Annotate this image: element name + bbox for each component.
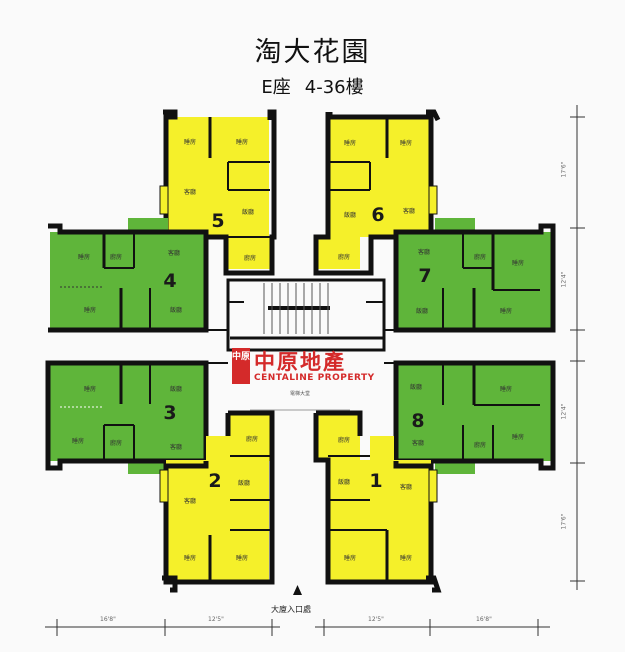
room-label: 睡房 <box>400 140 413 147</box>
room-label: 睡房 <box>84 386 97 393</box>
room-label: 廚房 <box>338 254 351 261</box>
room-label: 客廳 <box>184 189 197 196</box>
room-label: 飯廳 <box>170 307 183 314</box>
unit-3-label: 3 <box>163 402 177 424</box>
room-label: 飯廳 <box>416 308 429 315</box>
dimension-label: 12'4" <box>560 403 568 420</box>
room-label: 睡房 <box>400 555 413 562</box>
room-label: 睡房 <box>184 555 197 562</box>
unit-6-label: 6 <box>371 204 385 226</box>
unit-7-label: 7 <box>418 265 432 287</box>
dimension-label: 17'6" <box>560 161 568 178</box>
dimension-label: 16'8" <box>476 616 492 623</box>
room-label: 客廳 <box>403 208 416 215</box>
room-label: 睡房 <box>344 140 357 147</box>
unit-4-label: 4 <box>163 270 177 292</box>
dimension-label: 12'4" <box>560 271 568 288</box>
room-label: 廚房 <box>110 440 123 447</box>
room-label: 睡房 <box>184 139 197 146</box>
unit-5-shape <box>159 109 277 276</box>
dimension-label: 16'8" <box>100 616 116 623</box>
watermark-name-en: CENTALINE PROPERTY <box>254 373 375 383</box>
unit-8-label: 8 <box>411 410 425 432</box>
floor-range: 4-36樓 <box>304 77 364 98</box>
room-label: 廚房 <box>338 437 351 444</box>
room-label: 廚房 <box>244 255 257 262</box>
watermark-name-cn: 中原地產 <box>254 350 346 374</box>
unit-2-shape <box>159 410 275 593</box>
entrance-label: 大廈入口處 <box>271 605 311 614</box>
room-label: 廚房 <box>246 436 259 443</box>
room-label: 客廳 <box>184 498 197 505</box>
room-label: 飯廳 <box>238 480 251 487</box>
unit-6-shape <box>313 109 441 276</box>
room-label: 睡房 <box>344 555 357 562</box>
room-label: 客廳 <box>168 250 181 257</box>
bottom-dimension-line <box>45 619 550 636</box>
entrance-arrow-icon <box>293 585 302 595</box>
unit-4-shape <box>48 218 209 333</box>
room-label: 飯廳 <box>410 384 423 391</box>
room-label: 飯廳 <box>338 479 351 486</box>
room-label: 睡房 <box>500 386 513 393</box>
room-label: 飯廳 <box>344 212 357 219</box>
room-label: 睡房 <box>84 307 97 314</box>
room-label: 廚房 <box>474 254 487 261</box>
room-label: 客廳 <box>418 249 431 256</box>
unit-5-label: 5 <box>211 210 225 232</box>
unit-3-shape <box>45 360 209 474</box>
dimension-label: 12'5" <box>208 616 224 623</box>
room-label: 睡房 <box>512 260 525 267</box>
unit-7-shape <box>393 218 556 333</box>
unit-2-label: 2 <box>208 470 222 492</box>
estate-title: 淘大花園 <box>254 37 371 68</box>
room-label: 客廳 <box>400 484 413 491</box>
dimension-label: 12'5" <box>368 616 384 623</box>
lift-lobby-label: 電梯大堂 <box>290 391 311 397</box>
room-label: 睡房 <box>72 438 85 445</box>
right-dimension-line <box>570 105 585 590</box>
core-stairs <box>226 278 386 352</box>
room-label: 廚房 <box>110 254 123 261</box>
unit-1-shape <box>313 410 442 593</box>
room-label: 睡房 <box>236 555 249 562</box>
unit-1-label: 1 <box>369 470 383 492</box>
room-label: 客廳 <box>170 444 183 451</box>
room-label: 睡房 <box>512 434 525 441</box>
dimension-label: 17'6" <box>560 513 568 530</box>
block-floors-subtitle: E座 4-36樓 <box>0 73 625 99</box>
room-label: 睡房 <box>78 254 91 261</box>
block-label: E座 <box>261 77 291 98</box>
room-label: 客廳 <box>412 440 425 447</box>
room-label: 飯廳 <box>242 209 255 216</box>
room-label: 飯廳 <box>170 386 183 393</box>
centaline-logo-icon: 中原 <box>232 348 250 384</box>
room-label: 廚房 <box>474 442 487 449</box>
room-label: 睡房 <box>236 139 249 146</box>
room-label: 睡房 <box>500 308 513 315</box>
centaline-watermark: 中原 中原地產 CENTALINE PROPERTY 電梯大堂 <box>232 348 392 397</box>
